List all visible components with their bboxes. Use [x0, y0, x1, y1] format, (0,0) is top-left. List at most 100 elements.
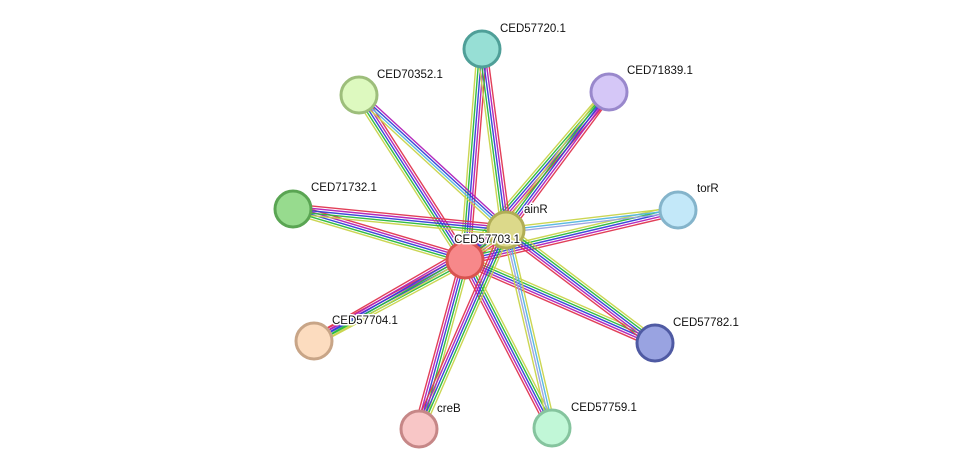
- node-CED57759.1[interactable]: [532, 408, 572, 448]
- edge-evidence-line: [416, 259, 464, 429]
- edge-evidence-line: [504, 230, 552, 429]
- edge-evidence-line: [465, 213, 680, 266]
- edge-evidence-line: [501, 230, 550, 429]
- node-label-halo: CED71839.1: [627, 65, 693, 77]
- edge-evidence-line: [360, 93, 468, 260]
- edge-evidence-line: [292, 210, 506, 234]
- edge-evidence-line: [315, 263, 468, 346]
- edge-ainR-CED71732.1[interactable]: [292, 203, 507, 236]
- edge-evidence-line: [464, 259, 553, 429]
- edge-evidence-line: [460, 88, 606, 258]
- node-CED57720.1[interactable]: [462, 29, 502, 69]
- node-label-halo: CED57759.1: [571, 402, 637, 414]
- edge-evidence-line: [420, 230, 509, 431]
- edge-evidence-line: [416, 228, 505, 429]
- node-label-CED70352.1: CED70352.1: [377, 69, 443, 81]
- node-CED70352.1[interactable]: [339, 75, 379, 115]
- edge-evidence-line: [502, 233, 653, 348]
- edge-evidence-line: [418, 229, 507, 430]
- edge-evidence-line: [354, 97, 462, 263]
- node-CED71732.1[interactable]: [273, 189, 313, 229]
- edge-center-CED71732.1[interactable]: [291, 203, 467, 266]
- edge-ainR-CED70352.1[interactable]: [356, 91, 509, 234]
- edge-evidence-line: [463, 261, 655, 346]
- edge-evidence-line: [478, 49, 505, 231]
- edge-evidence-line: [465, 257, 657, 342]
- edge-evidence-line: [505, 209, 679, 231]
- edge-ainR-CED57759.1[interactable]: [501, 229, 557, 429]
- edge-evidence-line: [293, 205, 507, 229]
- node-label-halo: CED57782.1: [673, 317, 739, 329]
- edge-evidence-line: [293, 203, 507, 226]
- edge-evidence-line: [505, 91, 610, 231]
- node-label-center: CED57703.1: [454, 234, 520, 246]
- edge-evidence-line: [486, 48, 512, 230]
- edge-evidence-line: [476, 49, 502, 231]
- edge-evidence-line: [464, 209, 679, 261]
- edge-evidence-line: [503, 90, 608, 229]
- edge-evidence-line: [481, 48, 507, 231]
- edge-evidence-line: [464, 48, 483, 261]
- node-center[interactable]: [445, 240, 485, 280]
- edge-ainR-CED57782.1[interactable]: [502, 225, 659, 348]
- node-CED57782.1[interactable]: [635, 323, 675, 363]
- edge-evidence-line: [294, 203, 467, 257]
- node-layer: [273, 29, 698, 449]
- node-label-halo: CED57703.1: [454, 234, 520, 246]
- edge-evidence-line: [466, 254, 658, 340]
- edge-evidence-line: [483, 48, 510, 230]
- edge-evidence-line: [464, 259, 656, 344]
- edge-center-CED57782.1[interactable]: [462, 254, 658, 349]
- node-label-ainR: ainR: [524, 204, 548, 216]
- node-label-halo: creB: [437, 403, 461, 415]
- edge-evidence-line: [422, 231, 512, 432]
- edge-evidence-line: [501, 88, 606, 228]
- edge-evidence-line: [507, 93, 612, 232]
- node-torR[interactable]: [658, 190, 698, 230]
- node-label-CED57759.1: CED57759.1: [571, 402, 637, 414]
- node-ainR[interactable]: [486, 210, 526, 250]
- node-CED71839.1[interactable]: [589, 72, 629, 112]
- edge-ainR-CED71839.1[interactable]: [501, 88, 614, 234]
- edge-evidence-line: [505, 206, 678, 229]
- node-label-creB: creB: [437, 403, 461, 415]
- edge-evidence-line: [507, 227, 657, 342]
- node-label-halo: CED71732.1: [311, 182, 377, 194]
- edge-evidence-line: [506, 229, 554, 428]
- edge-evidence-line: [292, 208, 507, 231]
- node-creB[interactable]: [399, 409, 439, 449]
- edge-evidence-line: [508, 229, 557, 428]
- node-label-CED57720.1: CED57720.1: [500, 23, 566, 35]
- edge-evidence-line: [359, 93, 508, 230]
- edge-ainR-creB[interactable]: [413, 227, 512, 432]
- node-CED57704.1[interactable]: [294, 321, 334, 361]
- edge-evidence-line: [461, 48, 481, 260]
- node-label-CED71732.1: CED71732.1: [311, 182, 377, 194]
- edge-evidence-line: [358, 94, 466, 261]
- edge-evidence-line: [356, 95, 464, 262]
- edge-ainR-torR[interactable]: [505, 206, 679, 234]
- node-label-CED57782.1: CED57782.1: [673, 317, 739, 329]
- label-layer: CED57703.1CED57703.1ainRainRCED57720.1CE…: [310, 22, 741, 417]
- node-label-halo: CED57704.1: [332, 315, 398, 327]
- node-label-torR: torR: [697, 183, 719, 195]
- edge-evidence-line: [292, 213, 506, 236]
- edge-evidence-line: [293, 206, 466, 259]
- edge-evidence-line: [413, 227, 503, 428]
- edge-evidence-line: [413, 258, 462, 428]
- node-label-CED57704.1: CED57704.1: [332, 315, 398, 327]
- edge-evidence-line: [292, 210, 465, 263]
- edge-evidence-line: [460, 261, 549, 431]
- edge-layer: [291, 48, 680, 432]
- node-label-halo: ainR: [524, 204, 548, 216]
- edge-evidence-line: [459, 48, 478, 260]
- node-label-halo: torR: [697, 183, 719, 195]
- edge-evidence-line: [508, 225, 659, 340]
- edge-evidence-line: [360, 91, 509, 228]
- edge-evidence-line: [504, 231, 654, 346]
- edge-ainR-CED57720.1[interactable]: [476, 48, 512, 231]
- edge-evidence-line: [509, 94, 614, 234]
- node-label-CED71839.1: CED71839.1: [627, 65, 693, 77]
- edge-evidence-line: [462, 263, 654, 349]
